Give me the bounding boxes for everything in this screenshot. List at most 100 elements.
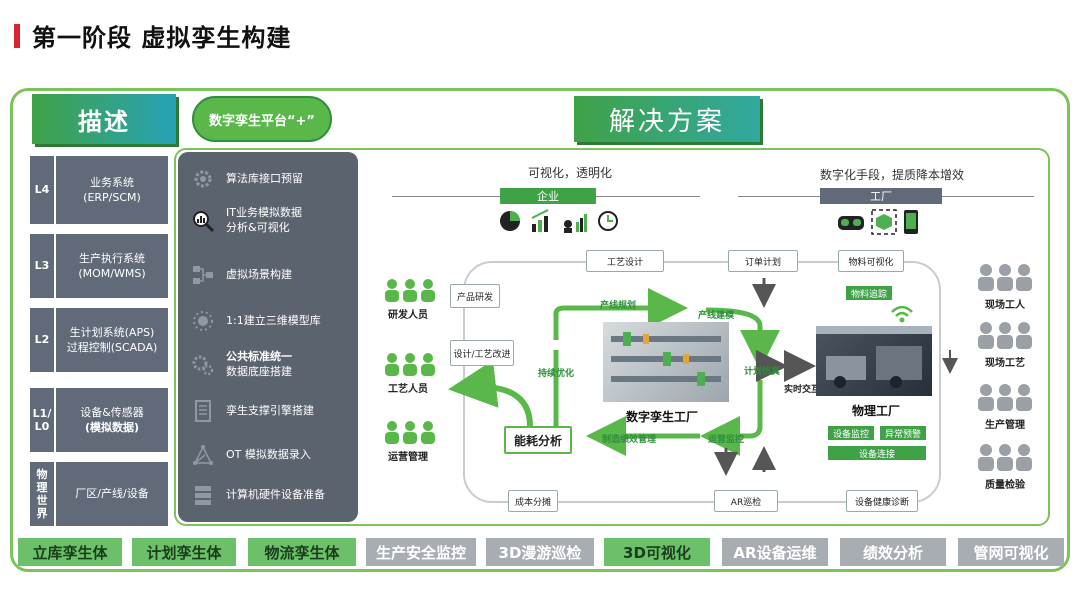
label-optimize: 持续优化: [538, 369, 575, 379]
digital-twin-factory-image: [603, 322, 729, 402]
network-icon: [190, 442, 216, 468]
people-label-rd: 研发人员: [388, 310, 428, 321]
page-title: 第一阶段 虚拟孪生构建: [32, 24, 292, 52]
level-box-l1-l0: 设备&传感器 (模拟数据): [56, 388, 168, 452]
level-line: (ERP/SCM): [83, 191, 141, 204]
tab-safety-monitor[interactable]: 生产安全监控: [366, 538, 476, 566]
node-product-rd: 产品研发: [450, 284, 500, 308]
gear-icon: [190, 166, 216, 192]
level-line: 过程控制(SCADA): [66, 341, 158, 354]
tab-3d-roaming[interactable]: 3D漫游巡检: [486, 538, 594, 566]
sun-gear-icon: [190, 308, 216, 334]
tab-3d-visual[interactable]: 3D可视化: [604, 538, 710, 566]
people-label-production-mgmt: 生产管理: [985, 420, 1025, 431]
tab-plan-twin[interactable]: 计划孪生体: [132, 538, 236, 566]
features-panel: [178, 152, 358, 522]
tab-warehouse-twin[interactable]: 立库孪生体: [18, 538, 122, 566]
feature-label: 1:1建立三维模型库: [226, 313, 321, 327]
green-loop-top: [553, 288, 688, 340]
node-ar: AR巡检: [714, 490, 778, 512]
level-box-physical: 厂区/产线/设备: [56, 462, 168, 526]
solution-frame: [174, 148, 1050, 526]
enterprise-icons: [500, 209, 618, 233]
wifi-icon: [891, 305, 913, 323]
level-line: 设备&传感器: [80, 405, 144, 419]
tab-performance[interactable]: 绩效分析: [840, 538, 946, 566]
enterprise-line-left: [392, 196, 500, 197]
tablet-icon: [904, 210, 918, 234]
workers-group-icon: [978, 444, 1032, 471]
level-box-l4: 业务系统 (ERP/SCM): [56, 156, 168, 224]
loop-diagram: [448, 261, 958, 503]
feature-label: IT业务模拟数据分析&可视化: [226, 206, 302, 236]
tab-logistics-twin[interactable]: 物流孪生体: [248, 538, 356, 566]
tab-pipe-network[interactable]: 管网可视化: [958, 538, 1064, 566]
people-label-ops: 运营管理: [388, 452, 428, 463]
label-ops-monitor: 运营监控: [708, 435, 745, 445]
chip-device-monitor: 设备监控: [828, 426, 874, 440]
factory-line-left: [738, 196, 820, 197]
people-group-icon: [385, 279, 435, 302]
workers-group-icon: [978, 384, 1032, 411]
node-material-vis: 物料可视化: [838, 250, 904, 272]
digital-twin-caption: 数字孪生工厂: [626, 410, 699, 424]
feature-line: 数据底座搭建: [226, 364, 292, 378]
feature-line: 分析&可视化: [226, 220, 290, 234]
people-label-field-worker: 现场工人: [985, 300, 1025, 311]
factory-line-right: [942, 196, 1034, 197]
green-loop-right: [705, 307, 780, 370]
feature-item: 孪生支撑引擎搭建: [190, 398, 350, 424]
flowchart-icon: [190, 262, 216, 288]
feature-item: 算法库接口预留: [190, 166, 350, 192]
pie-chart-icon: [500, 211, 520, 231]
node-energy: 能耗分析: [504, 426, 572, 454]
workers-group-icon: [978, 264, 1032, 291]
node-health: 设备健康诊断: [846, 490, 918, 512]
level-line: 生计划系统(APS): [69, 325, 155, 339]
level-line: (MOM/WMS): [78, 267, 146, 280]
label-sim: 计划仿真: [744, 367, 781, 377]
level-box-l3: 生产执行系统 (MOM/WMS): [56, 234, 168, 298]
clock-money-icon: [598, 211, 618, 231]
server-icon: [190, 482, 216, 508]
level-line: (模拟数据): [84, 421, 140, 434]
chip-anomaly-alert: 异常预警: [880, 426, 926, 440]
level-tag-l4: L4: [30, 156, 54, 224]
feature-label: 计算机硬件设备准备: [226, 487, 325, 501]
level-line: 厂区/产线/设备: [75, 487, 149, 501]
feature-item: 1:1建立三维模型库: [190, 308, 350, 334]
chip-device-connect: 设备连接: [828, 446, 926, 460]
outer-frame: [10, 88, 1070, 572]
label-line-plan: 产线规划: [600, 301, 637, 311]
factory-caption: 数字化手段，提质降本增效: [820, 168, 965, 182]
tab-ar-ops[interactable]: AR设备运维: [722, 538, 828, 566]
feature-item: OT 模拟数据录入: [190, 442, 350, 468]
feature-item: 计算机硬件设备准备: [190, 482, 350, 508]
node-order-plan: 订单计划: [728, 250, 798, 272]
enterprise-line-right: [596, 196, 700, 197]
people-label-field-process: 现场工艺: [985, 358, 1025, 369]
level-line: 生产执行系统: [79, 251, 145, 265]
physical-factory-caption: 物理工厂: [852, 404, 901, 418]
describe-badge: 描述: [32, 94, 176, 144]
curve-arrow-up: [448, 360, 533, 427]
feature-line: IT业务模拟数据: [226, 206, 302, 219]
book-icon: [190, 398, 216, 424]
green-loop-right-lower: [700, 380, 763, 456]
people-label-quality: 质量检验: [985, 480, 1025, 491]
bar-chart-icon: [531, 209, 549, 232]
feature-line: 公共标准统一: [226, 350, 292, 363]
node-design-improve: 设计/工艺改进: [450, 340, 514, 366]
level-line: 业务系统: [89, 175, 134, 189]
workers-group-icon: [978, 322, 1032, 349]
vr-headset-icon: [838, 216, 864, 230]
level-tag-l1-l0: L1/ L0: [30, 388, 54, 452]
physical-factory-image: [816, 326, 932, 396]
feature-label: OT 模拟数据录入: [226, 447, 311, 461]
factory-icons: [838, 209, 918, 235]
node-process-design: 工艺设计: [586, 250, 664, 272]
gears-icon: [190, 352, 216, 378]
chip-material-track: 物料追踪: [846, 286, 892, 300]
level-tag-l2: L2: [30, 308, 54, 372]
feature-label: 算法库接口预留: [226, 171, 303, 185]
